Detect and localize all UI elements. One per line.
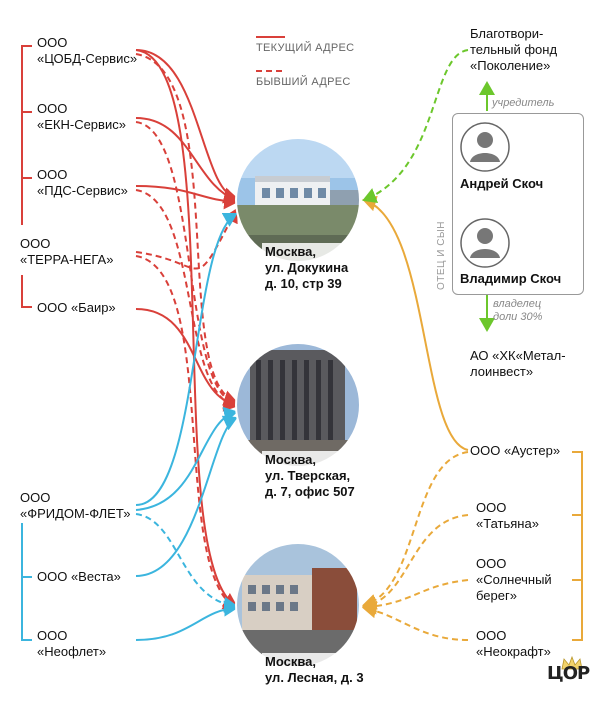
company-neokraft: ООО «Неокрафт» — [476, 628, 551, 659]
address-tverskaya: Москва, ул. Тверская, д. 7, офис 507 — [262, 451, 358, 501]
orange-former-links — [362, 451, 469, 641]
company-metalloinvest: АО «ХК«Метал- лоинвест» — [470, 348, 566, 379]
company-ekn: ООО «ЕКН-Сервис» — [37, 101, 126, 132]
legend-current-label: ТЕКУЩИЙ АДРЕС — [256, 42, 355, 54]
green-fund-link — [362, 49, 469, 204]
company-solnechny: ООО «Солнечный берег» — [476, 556, 552, 603]
address-lesnaya: Москва, ул. Лесная, д. 3 — [262, 653, 367, 687]
company-terra: ООО «ТЕРРА-НЕГА» — [20, 236, 114, 267]
founder-note: учредитель — [492, 97, 555, 109]
address-dokukina: Москва, ул. Докукина д. 10, стр 39 — [262, 243, 352, 293]
company-auster: ООО «Аустер» — [470, 443, 561, 458]
company-pds: ООО «ПДС-Сервис» — [37, 167, 128, 198]
left-bracket-blue — [21, 523, 32, 641]
blue-former-link — [135, 513, 238, 613]
legend-former-label: БЫВШИЙ АДРЕС — [256, 76, 351, 88]
relation-label: ОТЕЦ И СЫН — [436, 221, 447, 290]
company-freedom: ООО «ФРИДОМ-ФЛЕТ» — [20, 490, 131, 521]
company-neoflet: ООО «Неофлет» — [37, 628, 107, 659]
left-bracket-red — [21, 45, 32, 308]
logo-crown-icon — [561, 655, 583, 670]
share-note: владелец доли 30% — [493, 298, 543, 323]
right-bracket-orange — [572, 451, 583, 641]
company-tatiana: ООО «Татьяна» — [476, 500, 539, 531]
red-former-links — [135, 53, 238, 610]
company-vesta: ООО «Веста» — [37, 569, 121, 584]
person-vladimir-skoch: Владимир Скоч — [460, 271, 562, 286]
company-bair: ООО «Баир» — [37, 300, 116, 315]
company-tsobd: ООО «ЦОБД-Сервис» — [37, 35, 138, 66]
person-andrey-skoch: Андрей Скоч — [460, 176, 544, 191]
logo: ЦОР — [547, 663, 590, 684]
blue-links — [135, 213, 238, 641]
persons-avatars — [460, 122, 510, 268]
fund-pokolenie: Благотвори- тельный фонд «Поколение» — [470, 26, 558, 73]
orange-current-link — [362, 195, 469, 451]
building-photo-lesnaya — [236, 543, 360, 667]
